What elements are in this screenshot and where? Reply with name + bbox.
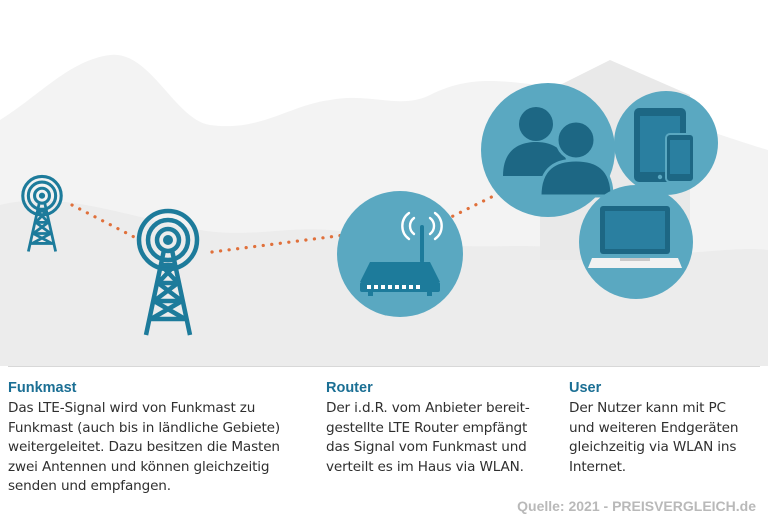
section-text: Das LTE-Signal wird von Funkmast zu Funk… bbox=[8, 400, 281, 494]
section-text: Der Nutzer kann mit PC und weiteren Endg… bbox=[569, 400, 739, 475]
smartphone-icon bbox=[665, 133, 695, 183]
section-router: Router Der i.d.R. vom Anbieter bereit- g… bbox=[326, 380, 561, 477]
wifi-router-icon bbox=[360, 211, 443, 296]
lte-network-illustration bbox=[0, 54, 768, 366]
laptop-icon bbox=[588, 206, 682, 268]
section-text: Der i.d.R. vom Anbieter bereit- gestellt… bbox=[326, 400, 530, 475]
radio-tower-icon bbox=[136, 208, 200, 336]
router-circle bbox=[337, 191, 463, 317]
radio-tower-icon bbox=[21, 174, 63, 252]
section-title: Funkmast bbox=[8, 380, 77, 396]
section-divider bbox=[8, 366, 760, 367]
section-title: User bbox=[569, 380, 602, 396]
section-funkmast: Funkmast Das LTE-Signal wird von Funkmas… bbox=[8, 380, 313, 497]
source-credit: Quelle: 2021 - PREISVERGLEICH.de bbox=[517, 498, 756, 514]
section-user: User Der Nutzer kann mit PC und weiteren… bbox=[569, 380, 764, 477]
users-icon bbox=[503, 107, 614, 198]
section-title: Router bbox=[326, 380, 373, 396]
